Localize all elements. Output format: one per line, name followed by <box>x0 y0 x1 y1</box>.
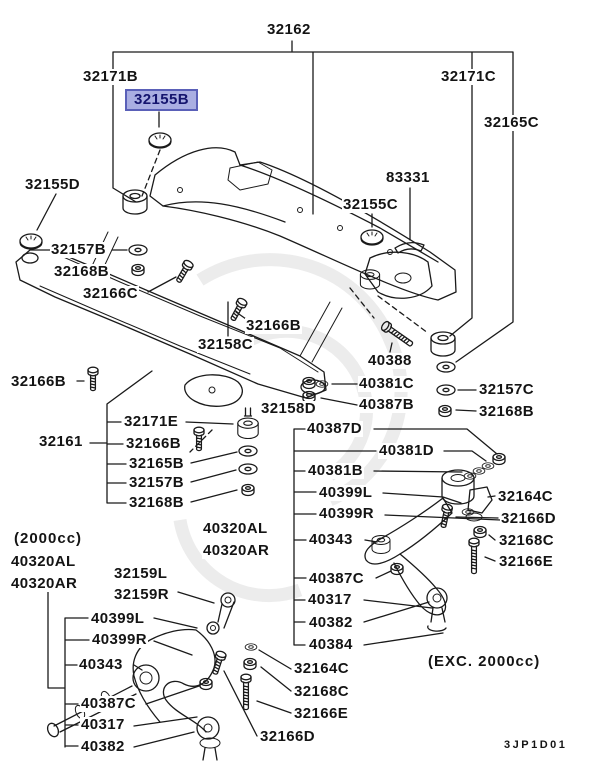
reference-lines <box>36 40 525 748</box>
part-label-32166d-right[interactable]: 32166D <box>500 510 557 527</box>
note-2000cc: (2000cc) <box>13 530 84 547</box>
diagram-code: 3JP1D01 <box>503 737 569 753</box>
part-label-32164c-right[interactable]: 32164C <box>497 488 554 505</box>
part-label-40388[interactable]: 40388 <box>367 352 413 369</box>
part-label-40399l-right[interactable]: 40399L <box>318 484 374 501</box>
nut-40387d-icon <box>492 452 506 466</box>
part-label-40317-right[interactable]: 40317 <box>307 591 353 608</box>
part-label-32168c-right[interactable]: 32168C <box>498 532 555 549</box>
part-label-32161[interactable]: 32161 <box>38 433 84 450</box>
part-label-32168b[interactable]: 32168B <box>53 263 110 280</box>
part-label-32157b-2[interactable]: 32157B <box>128 474 185 491</box>
part-label-40387c[interactable]: 40387C <box>80 695 137 712</box>
washer-32157c-icon <box>436 384 456 396</box>
part-label-32155d[interactable]: 32155D <box>24 176 81 193</box>
nut-32168b2-icon <box>241 483 255 497</box>
cap-32155d-icon <box>19 233 43 250</box>
part-label-40384[interactable]: 40384 <box>308 636 354 653</box>
part-label-32158d[interactable]: 32158D <box>260 400 317 417</box>
part-label-32166b-group[interactable]: 32166B <box>125 435 182 452</box>
part-label-40381c[interactable]: 40381C <box>358 375 415 392</box>
part-label-40343[interactable]: 40343 <box>78 656 124 673</box>
washer-32164c-icon <box>244 643 258 651</box>
part-label-40381d[interactable]: 40381D <box>378 442 435 459</box>
part-label-32171e[interactable]: 32171E <box>123 413 180 430</box>
part-label-32171c[interactable]: 32171C <box>440 68 497 85</box>
bolt-32166c-icon <box>173 258 195 285</box>
washer-32165b-icon <box>238 445 258 457</box>
part-label-32171b[interactable]: 32171B <box>82 68 139 85</box>
part-label-40387c-right[interactable]: 40387C <box>308 570 365 587</box>
part-label-32166b-mid[interactable]: 32166B <box>245 317 302 334</box>
part-label-40387b[interactable]: 40387B <box>358 396 415 413</box>
cap-32155b-icon <box>148 132 172 149</box>
part-label-32159r[interactable]: 32159R <box>113 586 170 603</box>
bolt-32166b-left-icon <box>87 366 99 392</box>
part-label-32168b-2[interactable]: 32168B <box>128 494 185 511</box>
part-label-32166d[interactable]: 32166D <box>259 728 316 745</box>
part-label-32166e-right[interactable]: 32166E <box>498 553 555 570</box>
part-label-32168c[interactable]: 32168C <box>293 683 350 700</box>
part-label-40320al-mid[interactable]: 40320AL <box>202 520 269 537</box>
part-label-32165b[interactable]: 32165B <box>128 455 185 472</box>
nut-32168b-icon <box>131 263 145 277</box>
bolt-32166e-left-icon <box>240 673 252 711</box>
note-exc-2000cc: (EXC. 2000cc) <box>427 653 542 670</box>
nut-40381c-icon <box>302 376 316 390</box>
part-label-40382[interactable]: 40382 <box>80 738 126 755</box>
part-label-32168b-right[interactable]: 32168B <box>478 403 535 420</box>
part-label-32157c[interactable]: 32157C <box>478 381 535 398</box>
washer-32157b-icon <box>128 244 148 256</box>
part-label-32164c[interactable]: 32164C <box>293 660 350 677</box>
part-label-32165c[interactable]: 32165C <box>483 114 540 131</box>
part-label-32166e[interactable]: 32166E <box>293 705 350 722</box>
cap-32155c-icon <box>360 229 384 246</box>
part-label-32158c[interactable]: 32158C <box>197 336 254 353</box>
nut-32168c-icon <box>473 525 487 539</box>
part-label-40382-right[interactable]: 40382 <box>308 614 354 631</box>
part-label-32159l[interactable]: 32159L <box>113 565 169 582</box>
part-label-40320ar[interactable]: 40320AR <box>10 575 79 592</box>
nut-32168c-left-icon <box>243 657 257 671</box>
part-label-40320ar-mid[interactable]: 40320AR <box>202 542 271 559</box>
part-label-40381b[interactable]: 40381B <box>307 462 364 479</box>
part-label-32155b-highlighted[interactable]: 32155B <box>125 89 198 111</box>
washer-icon <box>436 361 456 373</box>
part-label-40387d[interactable]: 40387D <box>306 420 363 437</box>
part-label-32166b-left[interactable]: 32166B <box>10 373 67 390</box>
part-label-40317[interactable]: 40317 <box>80 716 126 733</box>
clip-83331-icon <box>394 241 425 254</box>
hardware-parts <box>19 132 506 711</box>
part-label-32166c[interactable]: 32166C <box>82 285 139 302</box>
washer-32157b2-icon <box>238 463 258 475</box>
dashed-leader-lines <box>141 149 429 453</box>
part-label-40343-right[interactable]: 40343 <box>308 531 354 548</box>
bushing-32171e-icon <box>237 407 259 440</box>
part-label-32157b[interactable]: 32157B <box>50 241 107 258</box>
washer-40381d-icon <box>481 462 495 470</box>
part-label-40399r[interactable]: 40399R <box>91 631 148 648</box>
part-label-40320al[interactable]: 40320AL <box>10 553 77 570</box>
part-label-40399r-right[interactable]: 40399R <box>318 505 375 522</box>
bushing-40343-icon <box>371 535 391 554</box>
washer-40381d2-icon <box>472 467 486 475</box>
nut-32168b-right-icon <box>438 404 452 418</box>
part-label-32155c[interactable]: 32155C <box>342 196 399 213</box>
bolt-32166d-icon <box>437 502 454 529</box>
part-label-83331[interactable]: 83331 <box>385 169 431 186</box>
control-arm-right-drawing <box>364 469 493 632</box>
bolt-32166e-icon <box>468 537 480 575</box>
part-label-40399l[interactable]: 40399L <box>90 610 146 627</box>
part-label-32162[interactable]: 32162 <box>266 21 312 38</box>
